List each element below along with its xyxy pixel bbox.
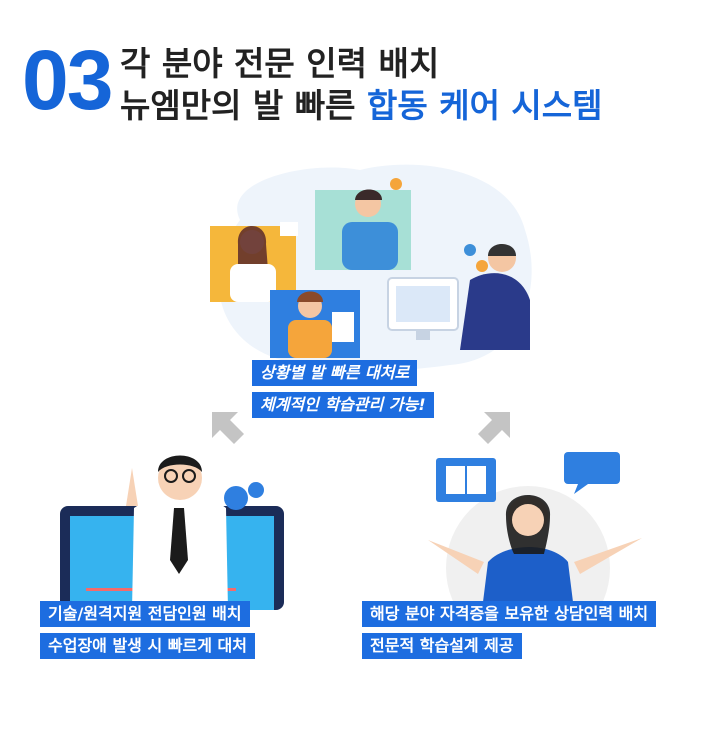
tech-support-illustration [60,455,284,610]
section-number: 03 [22,33,113,127]
heading-line-1: 각 분야 전문 인력 배치 [120,44,440,83]
glasses-right-icon [182,469,196,483]
top-caption-line-2: 체계적인 학습관리 가능! [252,392,434,418]
monitor-screen-icon [396,286,450,322]
book-board-icon [436,458,496,502]
necktie-icon [170,508,188,574]
left-caption-line-1: 기술/원격지원 전담인원 배치 [40,601,250,627]
top-caption-line-1: 상황별 발 빠른 대처로 [252,360,418,386]
user-profile-icon [464,244,476,256]
video-meeting-illustration [210,164,532,371]
monitor-stand-icon [416,330,430,340]
right-caption-line-2: 전문적 학습설계 제공 [362,633,522,659]
left-caption-line-2: 수업장애 발생 시 빠르게 대처 [40,633,255,659]
man-head-icon [158,456,202,500]
man-hair-icon [355,189,382,200]
user-profile-icon-2 [476,260,488,272]
agent-body-icon [460,273,530,350]
right-caption-line-1: 해당 분야 자격증을 보유한 상담인력 배치 [362,601,657,627]
raised-finger-icon [126,468,138,506]
heading-highlight: 합동 케어 시스템 [367,86,603,125]
right-hand-icon [574,538,642,574]
woman-hair-icon [237,226,268,270]
heading-line-2-prefix: 뉴엠만의 발 빠른 [120,86,356,125]
student-body-icon [288,320,332,358]
document-icon [332,312,354,342]
arrow-up-right-icon [478,412,510,444]
heading-line-2: 뉴엠만의 발 빠른 합동 케어 시스템 [120,86,603,126]
man-body-icon [342,222,398,270]
mini-chart-icon [280,222,298,236]
woman-body-icon [482,547,574,610]
counselor-illustration [428,452,642,610]
woman-body-icon [230,264,276,302]
arrow-up-left-icon [212,412,244,444]
chat-bubble-icon [564,452,620,484]
man-hair-icon [158,455,202,472]
book-page-left-icon [446,466,465,494]
left-hand-icon [428,540,484,574]
gear-icon [390,178,402,190]
gear-small-icon [248,482,264,498]
agent-hair-icon [488,244,516,256]
book-page-right-icon [467,466,486,494]
student-hair-icon [297,291,323,302]
glasses-left-icon [164,469,178,483]
gear-icon [224,486,248,510]
